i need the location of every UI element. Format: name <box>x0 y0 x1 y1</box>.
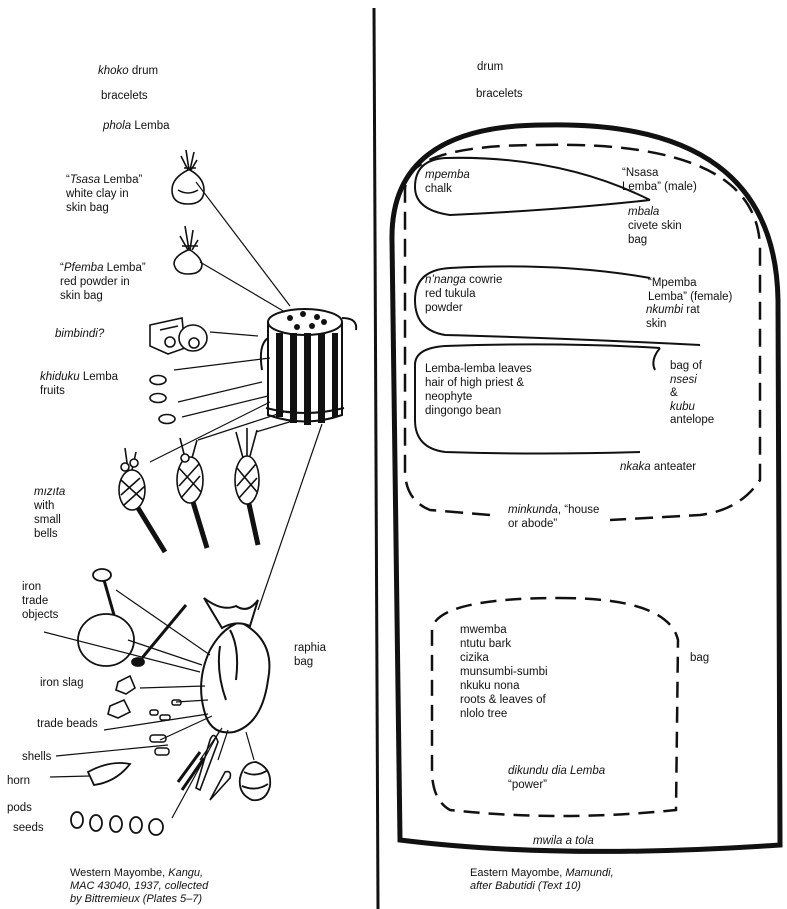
phola-term: phola <box>103 120 131 132</box>
horn-icon <box>88 763 130 785</box>
minkunda-dashed-outline <box>405 145 760 520</box>
east-caption: Eastern Mayombe, Mamundi, after Babutidi… <box>470 867 614 893</box>
tsasa-term: Tsasa <box>70 174 100 186</box>
pfemba-lemba-label: “Pfemba Lemba”red powder in skin bag <box>60 261 146 303</box>
phola-lemba-label: phola Lemba <box>103 119 170 133</box>
pfemba-skin-bag-icon <box>174 226 202 274</box>
mizita-label: mızıta with small bells <box>34 485 65 541</box>
mwila-outer-outline <box>392 125 780 852</box>
east-bracelets-label: bracelets <box>476 87 523 101</box>
divider-line <box>374 8 378 909</box>
bracelets-label: bracelets <box>101 89 148 103</box>
west-caption-place: Kangu, <box>168 867 203 879</box>
bimbindi-icon <box>150 318 207 354</box>
khoko-drum-label: khoko drum <box>98 64 158 78</box>
tsasa-lemba-label: “Tsasa Lemba”white clay in skin bag <box>66 173 142 215</box>
pfemba-rest: red powder in skin bag <box>60 276 130 302</box>
mizita-rattle-icon <box>177 438 207 548</box>
khiduku-label: khiduku Lemba fruits <box>40 370 118 398</box>
nkaka-label: nkaka anteater <box>620 460 696 474</box>
west-caption-line2: MAC 43040, 1937, collected <box>70 880 208 892</box>
west-caption-line3: by Bittremieux (Plates 5–7) <box>70 893 202 905</box>
nsasa-lemba-label: “Nsasa Lemba” (male) <box>622 166 697 194</box>
horn-label: horn <box>7 774 30 788</box>
amp-label: & <box>670 386 678 400</box>
nkumbi-term: nkumbi <box>646 304 683 316</box>
iron-slag-label: iron slag <box>40 676 83 690</box>
dikundu-term: dikundu dia Lemba <box>508 765 605 777</box>
east-bag-label: bag <box>690 651 709 665</box>
mwila-label: mwila a tola <box>533 834 594 848</box>
minkunda-term: minkunda <box>508 504 558 516</box>
nkaka-term: nkaka <box>620 461 651 473</box>
nsesi-term: nsesi <box>670 373 697 387</box>
mpemba-term: mpemba <box>425 169 470 181</box>
mbala-label: mbala civete skin bag <box>628 205 682 247</box>
east-caption-place: Mamundi, <box>565 867 613 879</box>
pod-icon <box>240 762 270 800</box>
east-caption-region: Eastern Mayombe, <box>470 867 565 879</box>
mbala-term: mbala <box>628 206 659 218</box>
shells-label: shells <box>22 750 51 764</box>
iron-trade-label: iron trade objects <box>22 580 58 622</box>
khiduku-fruits-icon <box>150 376 175 424</box>
nnanga-label: n’nanga cowrie red tukula powder <box>425 273 502 315</box>
mbala-rest: civete skin bag <box>628 220 682 246</box>
tsasa-rest: white clay in skin bag <box>66 188 129 214</box>
khiduku-term: khiduku <box>40 371 80 383</box>
tsasa-line1-rest: Lemba” <box>100 174 142 186</box>
west-caption-region: Western Mayombe, <box>70 867 168 879</box>
power-text: “power” <box>508 779 547 791</box>
phola-rest: Lemba <box>131 120 169 132</box>
pfemba-term: Pfemba <box>64 262 104 274</box>
antelope-label: antelope <box>670 413 714 427</box>
tsasa-skin-bag-icon <box>172 150 204 204</box>
kubu-term: kubu <box>670 400 695 414</box>
drum-icon <box>261 309 356 425</box>
pods-label: pods <box>7 801 32 815</box>
raphia-bag-label: raphia bag <box>294 641 326 669</box>
nnanga-cowrie: cowrie <box>466 274 502 286</box>
mizita-rattle-icon <box>235 428 259 545</box>
dikundu-label: dikundu dia Lemba “power” <box>508 764 605 792</box>
mpemba-chalk-label: mpemba chalk <box>425 168 470 196</box>
minkunda-rest: or abode” <box>508 518 557 530</box>
seeds-label: seeds <box>13 821 44 835</box>
pfemba-line1-rest: Lemba” <box>103 262 145 274</box>
lemba-leaves-label: Lemba-lemba leaves hair of high priest &… <box>425 362 532 418</box>
nkaka-rest: anteater <box>651 461 696 473</box>
khoko-term: khoko <box>98 65 129 77</box>
nkumbi-label: nkumbi rat skin <box>646 303 700 331</box>
nnanga-rest: red tukula powder <box>425 288 476 314</box>
bag-of-label: bag of <box>670 359 702 373</box>
seeds-icon <box>71 812 163 835</box>
mizita-rattle-icon <box>119 448 165 552</box>
mpemba-rest: chalk <box>425 183 452 195</box>
iron-trade-objects-icon <box>78 569 186 666</box>
bag-contents-label: mwemba ntutu bark cizika munsumbi-sumbi … <box>460 623 548 721</box>
trade-beads-label: trade beads <box>37 717 98 731</box>
mpemba-lemba-label: “Mpemba Lemba” (female) <box>648 276 732 304</box>
raphia-bag-icon <box>201 598 269 733</box>
mizita-rest: with small bells <box>34 500 61 540</box>
iron-slag-icon <box>108 676 135 718</box>
nnanga-term: n’nanga <box>425 274 466 286</box>
east-caption-line2: after Babutidi (Text 10) <box>470 880 581 892</box>
east-drum-label: drum <box>477 60 503 74</box>
minkunda-house: , “house <box>558 504 600 516</box>
bimbindi-label: bimbindi? <box>55 327 104 341</box>
mizita-term: mızıta <box>34 486 65 498</box>
west-caption: Western Mayombe, Kangu, MAC 43040, 1937,… <box>70 867 208 906</box>
khoko-rest: drum <box>129 65 158 77</box>
